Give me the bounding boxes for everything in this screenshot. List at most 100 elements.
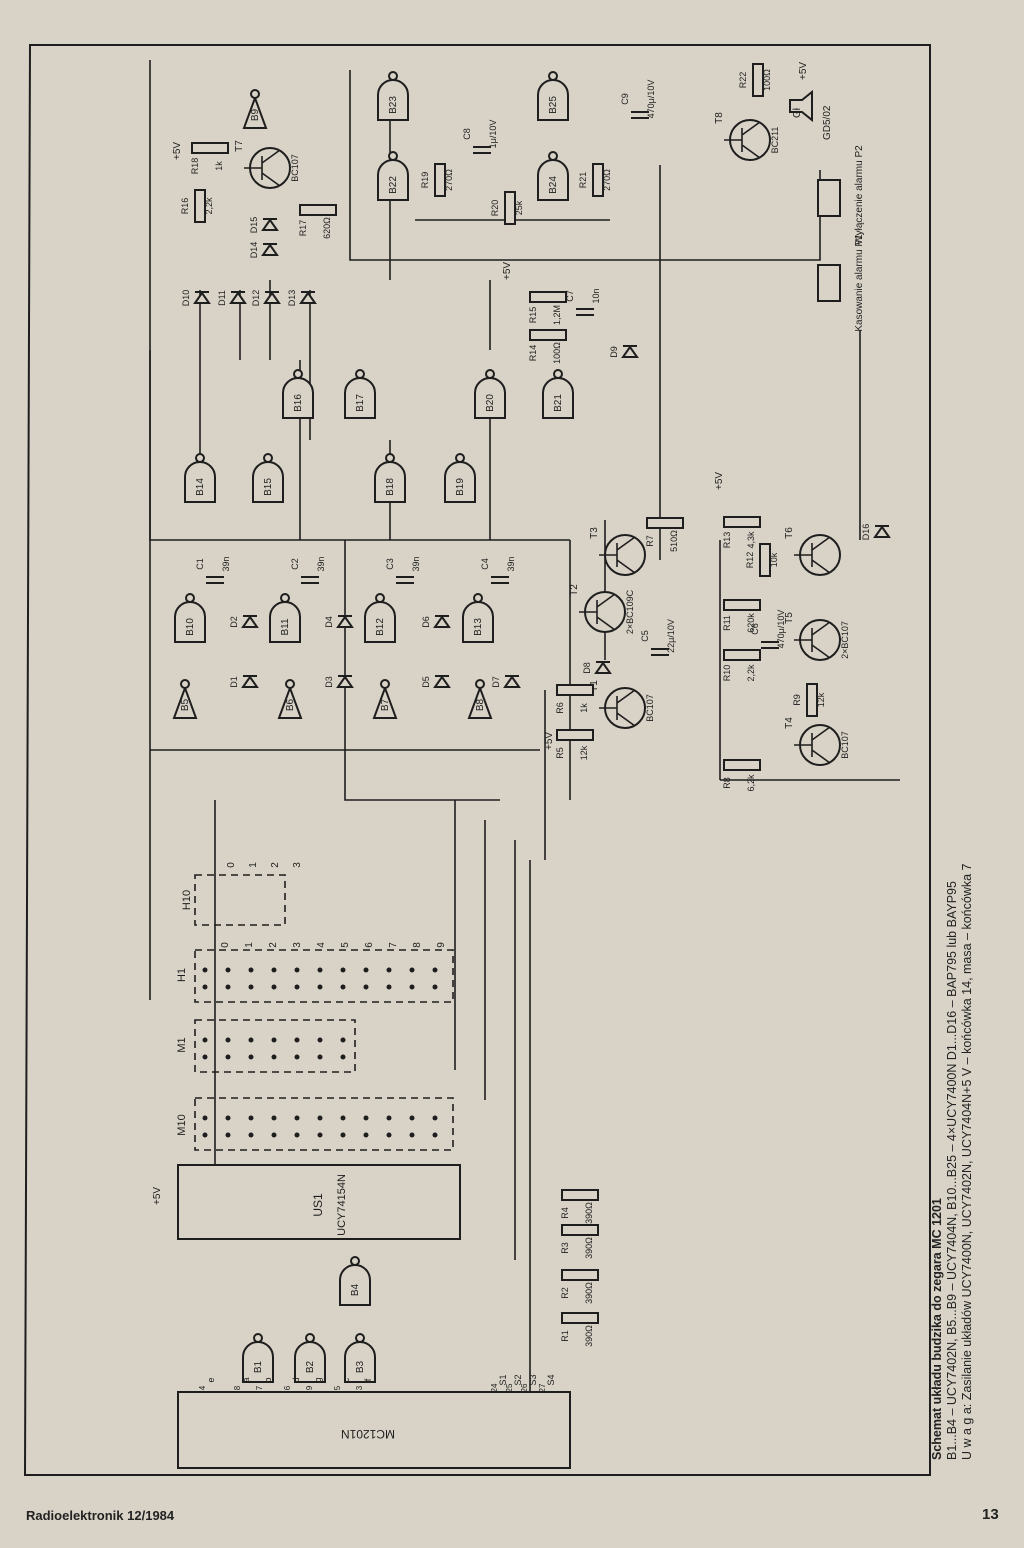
gate-b6: B6 [277,679,303,719]
gate-b11-label: B11 [280,618,291,635]
matrix-junction [248,1054,254,1060]
gate-b7: B7 [372,679,398,719]
capacitor-c7-ref: C7 [565,290,575,302]
matrix-junction [202,984,208,990]
speaker-ref: Gł [792,107,803,118]
decoder-ref: US1 [311,1193,325,1217]
gate-b7-label: B7 [380,698,391,711]
capacitor-c2-value: 39n [316,556,326,571]
gate-b17: B17 [344,369,376,419]
switch-m10 [194,1019,356,1073]
transistor-t6-ref: T6 [784,527,795,539]
button-p2 [817,179,841,217]
gate-b14-label: B14 [195,478,206,496]
matrix-junction [248,967,254,973]
resistor-r14-ref: R14 [528,345,538,362]
resistor-r15-ref: R15 [528,307,538,324]
gate-b14: B14 [184,453,216,503]
diode-d7-label: D7 [491,676,501,688]
matrix-junction [340,1115,346,1121]
diode-d4: D4 [324,615,354,628]
resistor-r9-ref: R9 [792,694,802,706]
capacitor-c3: C3 39n [385,556,421,584]
digit-label-h1-8: 8 [412,942,423,948]
mc1201-label: MC1201N [341,1427,395,1441]
transistor-t5-ref: T5 [784,612,795,624]
matrix-junction [432,1132,438,1138]
resistor-r21-ref: R21 [578,172,588,189]
gate-b13: B13 [462,593,494,643]
transistor-t7-ref: T7 [234,140,245,152]
diode-d8: D8 [582,661,612,674]
gate-b16-label: B16 [293,394,304,412]
decoder-chip [177,1164,461,1240]
matrix-junction [317,1115,323,1121]
gate-b6-label: B6 [285,698,296,711]
mc-pin-number-2: 7 [255,1385,264,1390]
resistor-r8-value: 6,2k [746,774,756,792]
diode-d1: D1 [229,675,259,688]
matrix-junction [225,967,231,973]
diode-d9-label: D9 [609,346,619,358]
matrix-junction [202,1054,208,1060]
gate-b8-label: B8 [475,698,486,711]
resistor-r17-value: 620Ω [322,217,332,239]
matrix-junction [248,1037,254,1043]
gate-b13-label: B13 [473,618,484,636]
gate-b20-label: B20 [485,394,496,412]
gate-b15: B15 [252,453,284,503]
resistor-r2-value: 390Ω [584,1282,594,1304]
gate-b4-label: B4 [350,1283,361,1296]
diode-d3: D3 [324,675,354,688]
resistor-r12-ref: R12 [745,552,755,569]
resistor-r20-ref: R20 [490,200,500,217]
gate-b25: B25 [537,71,569,121]
matrix-junction [248,1132,254,1138]
gate-b23-label: B23 [388,96,399,114]
capacitor-c1-ref: C1 [195,558,205,570]
capacitor-c3-ref: C3 [385,558,395,570]
switch-m10-label: M1 [176,1037,188,1052]
schematic-frame [23,44,931,1476]
matrix-junction [317,984,323,990]
resistor-r7-ref: R7 [645,535,655,547]
mc-pin-name-a: a [241,1377,251,1382]
capacitor-c5-ref: C5 [640,630,650,642]
matrix-junction [271,967,277,973]
gate-b21-label: B21 [553,394,564,412]
resistor-r2-ref: R2 [560,1287,570,1299]
supply-label-top: +5V [172,142,183,160]
mc-pin-name-c: c [341,1377,351,1382]
resistor-r1-value: 390Ω [584,1325,594,1347]
mc-pin-number-4: 9 [305,1385,314,1390]
diode-d7: D7 [491,675,521,688]
supply-label-r13: +5V [714,472,725,490]
transistor-t5-type: 2×BC107 [840,621,850,659]
resistor-r6-value: 1k [579,703,589,713]
gate-b10: B10 [174,593,206,643]
capacitor-c3-value: 39n [411,556,421,571]
capacitor-c1-value: 39n [221,556,231,571]
resistor-r9-value: 12k [816,692,826,707]
transistor-t7-type: BC107 [290,154,300,182]
button-p2-label: Wyłączenie alarmu P2 [854,145,865,245]
diode-d2: D2 [229,615,259,628]
diode-d15-label: D15 [249,217,259,234]
gate-b8: B8 [467,679,493,719]
gate-b16: B16 [282,369,314,419]
gate-b20: B20 [474,369,506,419]
digit-label-h1-1: 1 [244,942,255,948]
caption-line1: B1...B4 – UCY7402N, B5...B9 – UCY7404N, … [945,881,959,1460]
